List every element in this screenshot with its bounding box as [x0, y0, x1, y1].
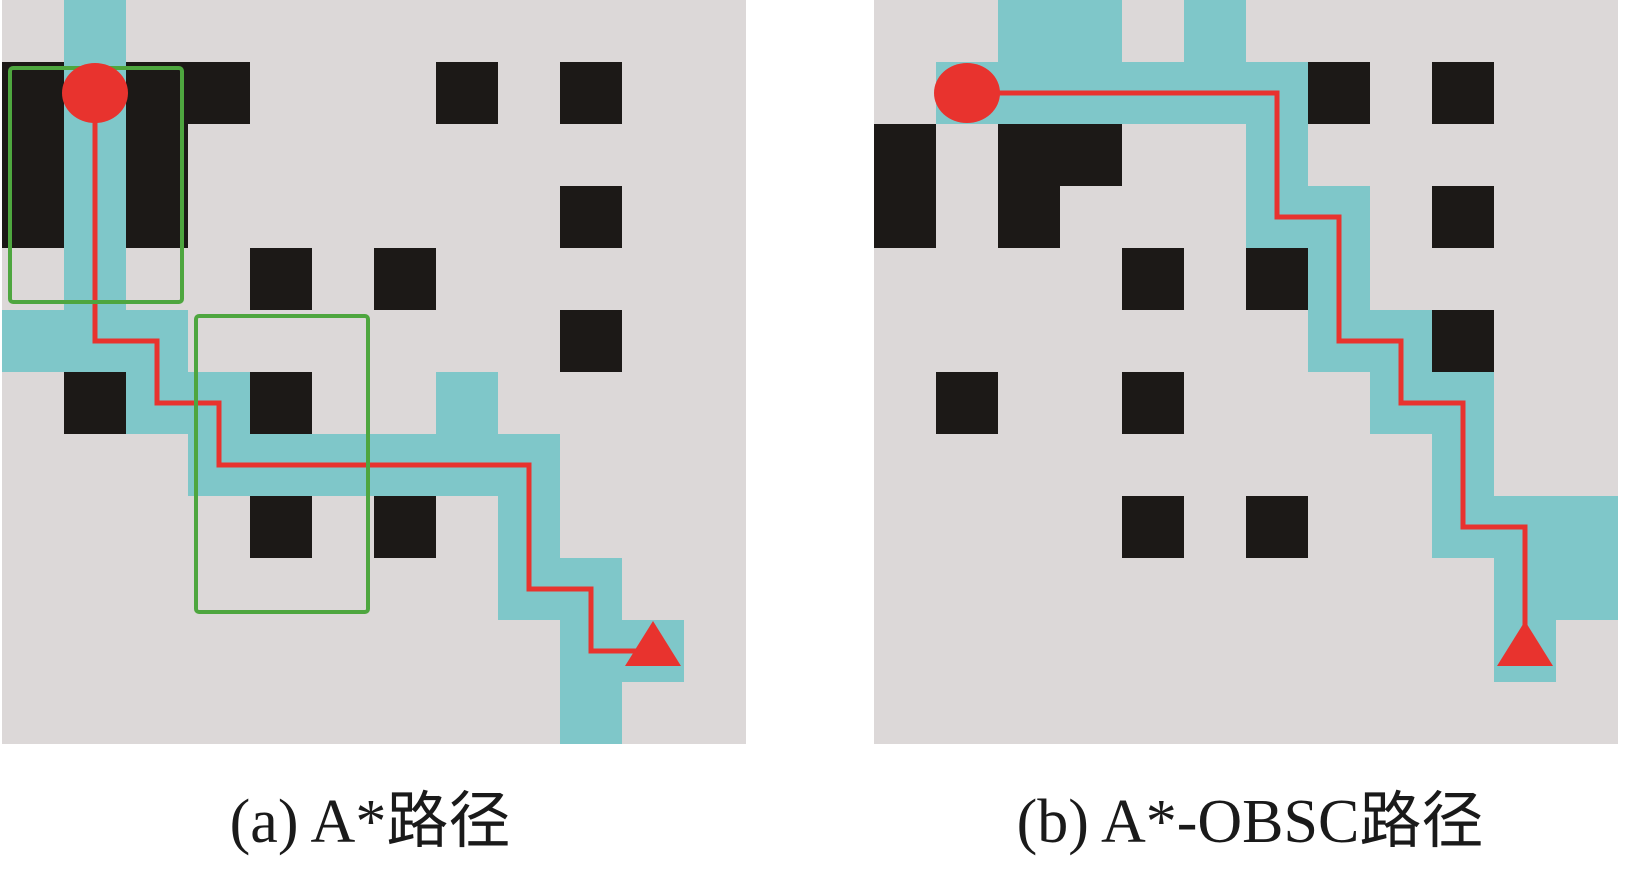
obstacle-cell — [1122, 248, 1184, 310]
obstacle-cell — [374, 248, 436, 310]
obstacle-cell — [436, 62, 498, 124]
obstacle-cell — [874, 124, 936, 186]
obstacle-cell — [560, 310, 622, 372]
obstacle-cell — [64, 372, 126, 434]
start-marker — [934, 63, 1000, 123]
path-line — [967, 90, 1528, 651]
visited-cell — [560, 682, 622, 744]
goal-marker — [625, 621, 681, 666]
obstacle-cell — [998, 124, 1060, 186]
obstacle-cell — [374, 496, 436, 558]
obstacle-cell — [874, 186, 936, 248]
obstacle-cell — [126, 186, 188, 248]
obstacle-cell — [1122, 372, 1184, 434]
obstacle-cell — [2, 124, 64, 186]
visited-cell — [1556, 496, 1618, 558]
visited-cell — [436, 372, 498, 434]
obstacle-cell — [1246, 248, 1308, 310]
obstacle-cell — [1308, 62, 1370, 124]
obstacle-cell — [1122, 496, 1184, 558]
obstacle-cell — [1432, 310, 1494, 372]
obstacle-cell — [250, 248, 312, 310]
obstacle-cell — [2, 62, 64, 124]
obstacle-cell — [250, 372, 312, 434]
obstacle-cell — [1432, 62, 1494, 124]
obstacle-cell — [1060, 124, 1122, 186]
caption-a: (a) A*路径 — [229, 788, 511, 856]
obstacle-cell — [126, 62, 188, 124]
goal-marker — [1497, 621, 1553, 666]
obstacle-cell — [998, 186, 1060, 248]
highlight-box — [194, 314, 370, 614]
obstacle-cell — [126, 124, 188, 186]
obstacle-cell — [1432, 186, 1494, 248]
obstacle-cell — [936, 372, 998, 434]
obstacle-cell — [250, 496, 312, 558]
visited-cell — [2, 310, 64, 372]
visited-cell — [998, 0, 1060, 62]
visited-cell — [1184, 0, 1246, 62]
path-line — [92, 93, 653, 654]
start-marker — [62, 63, 128, 123]
visited-cell — [64, 0, 126, 62]
visited-cell — [1060, 0, 1122, 62]
caption-b: (b) A*-OBSC路径 — [1016, 788, 1484, 856]
obstacle-cell — [2, 186, 64, 248]
visited-cell — [1556, 558, 1618, 620]
obstacle-cell — [1246, 496, 1308, 558]
obstacle-cell — [560, 186, 622, 248]
obstacle-cell — [560, 62, 622, 124]
obstacle-cell — [188, 62, 250, 124]
